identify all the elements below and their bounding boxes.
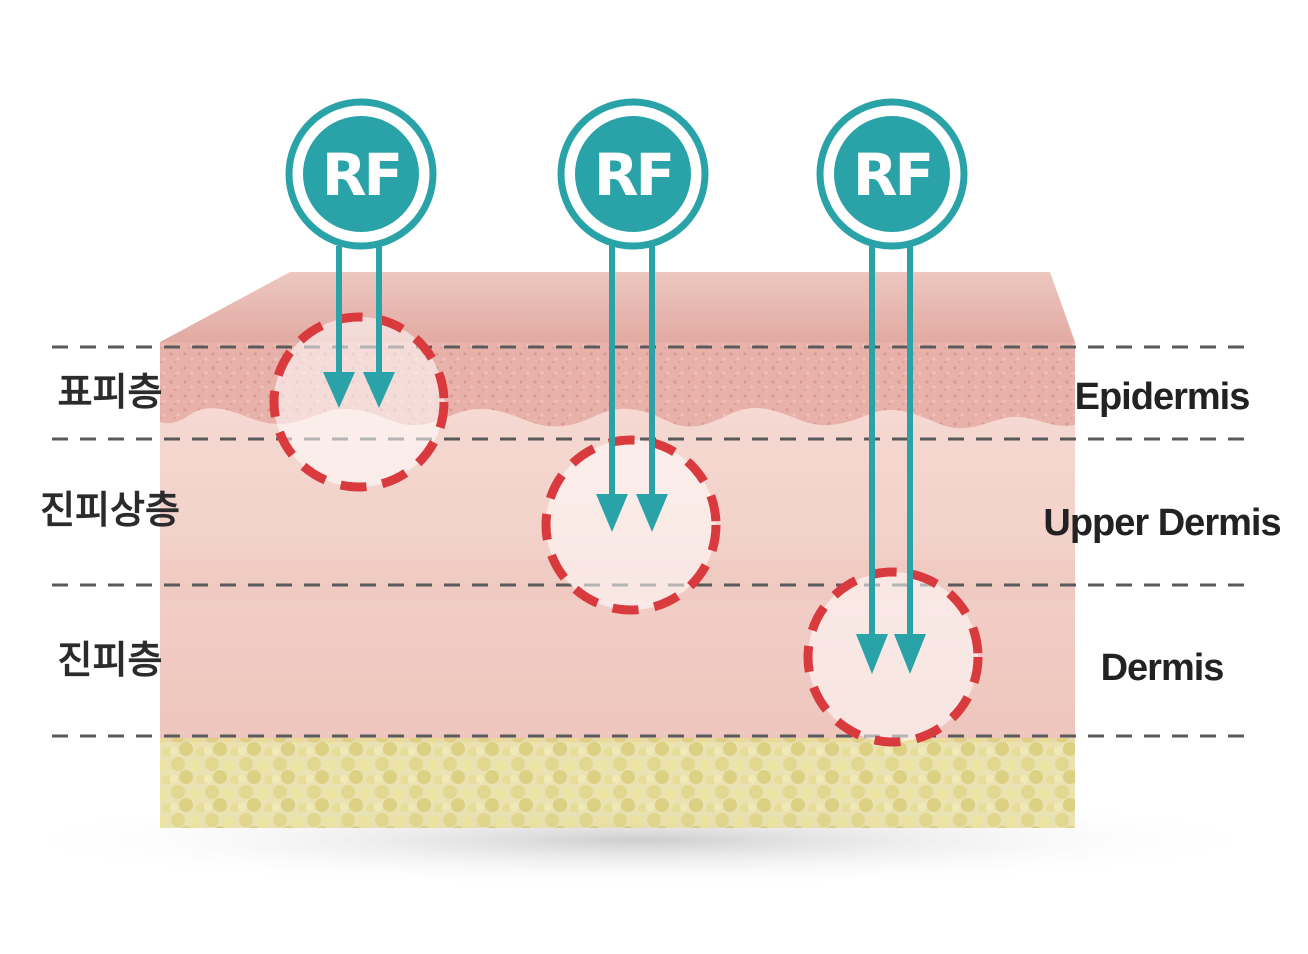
- rf-arrow-head: [894, 634, 926, 674]
- rf-arrow-head: [323, 372, 355, 408]
- rf-probe-label: RF: [853, 141, 931, 209]
- target-zone-epidermis: [269, 312, 449, 492]
- layer-label-english-epidermis: Epidermis: [1075, 376, 1250, 418]
- rf-probe-badge: [303, 116, 419, 232]
- rf-arrow-head: [856, 634, 888, 674]
- rf-probe-2: RF: [557, 98, 709, 532]
- rf-probe-1: RF: [285, 98, 437, 408]
- rf-arrow-head: [363, 372, 395, 408]
- rf-probe-3: RF: [816, 98, 968, 674]
- rf-probe-label: RF: [322, 141, 400, 209]
- target-zones: [269, 312, 983, 747]
- rf-arrow-head: [596, 494, 628, 532]
- rf-probe-label: RF: [594, 141, 672, 209]
- target-zone-upper-dermis: [541, 435, 721, 615]
- target-zone-dermis: [803, 567, 983, 747]
- layer-label-korean-dermis: 진피층: [58, 638, 163, 682]
- layer-label-english-upper-dermis: Upper Dermis: [1043, 502, 1280, 544]
- rf-probe-badge: [575, 116, 691, 232]
- layer-label-english-dermis: Dermis: [1101, 647, 1224, 689]
- layer-label-korean-upper-dermis: 진피상층: [40, 488, 180, 532]
- skin-top-face: [160, 272, 1075, 342]
- rf-arrow-head: [636, 494, 668, 532]
- rf-probe-badge: [834, 116, 950, 232]
- layer-label-korean-epidermis: 표피층: [58, 370, 163, 414]
- fat-layer: [160, 738, 1075, 828]
